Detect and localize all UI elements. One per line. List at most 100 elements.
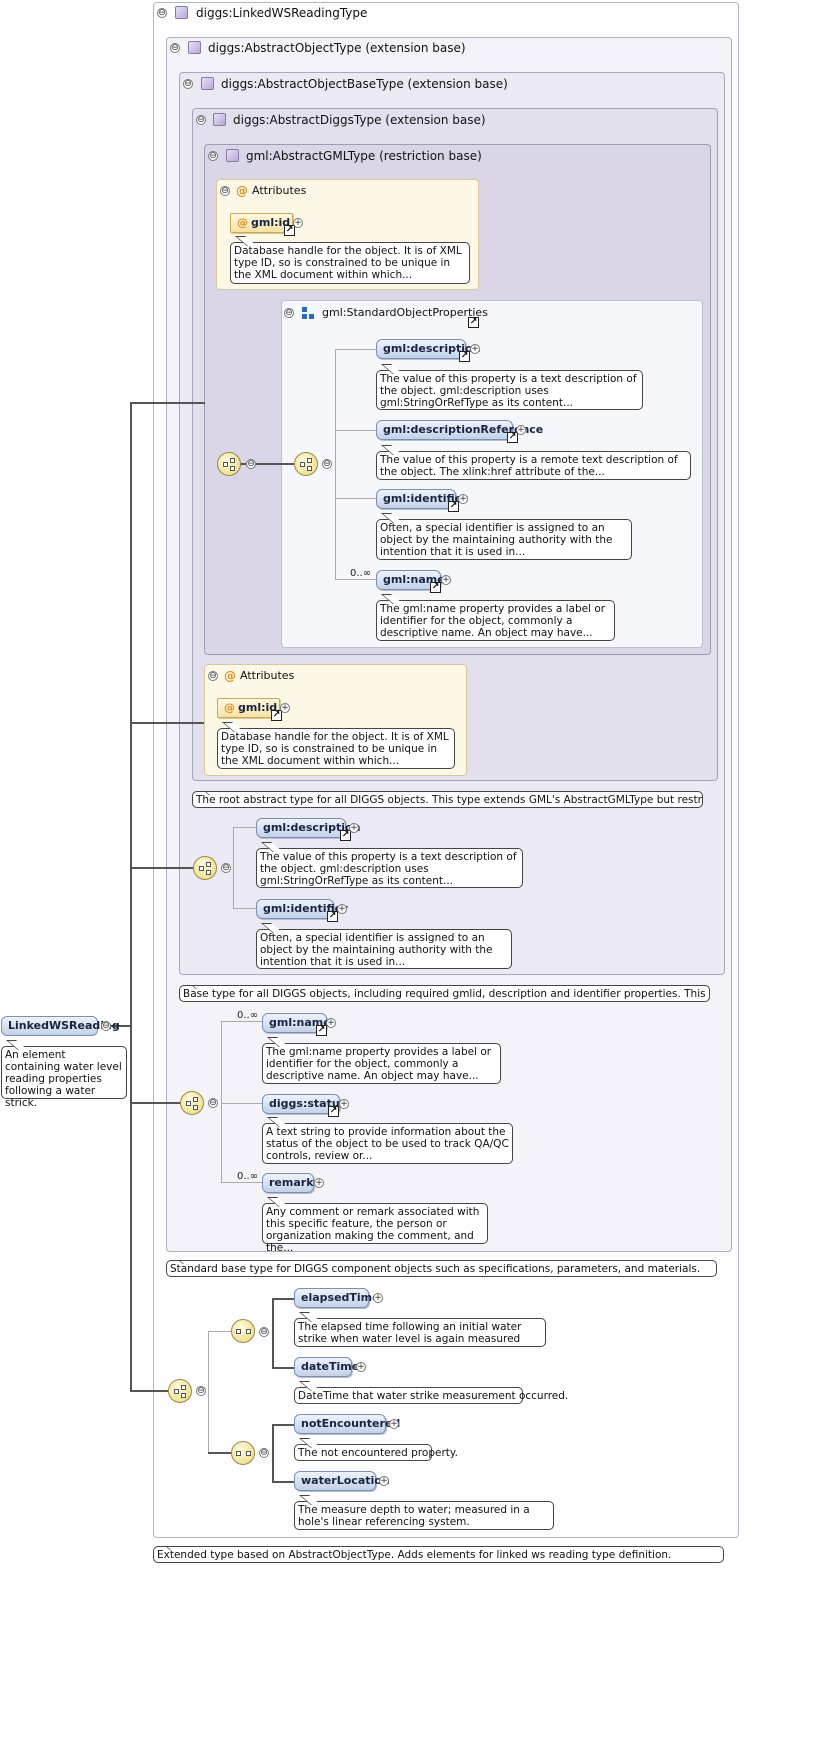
expand-icon[interactable]: + bbox=[314, 1178, 324, 1188]
expand-icon[interactable]: + bbox=[470, 344, 480, 354]
complex-type-icon bbox=[188, 41, 201, 54]
root-element-linked-ws-reading[interactable]: LinkedWSReading bbox=[1, 1016, 120, 1036]
occurrence-label: 0..∞ bbox=[237, 1010, 259, 1021]
occurrence-label: 0..∞ bbox=[350, 568, 372, 579]
type-title-gml: gml:AbstractGMLType (restriction base) bbox=[246, 149, 482, 163]
sequence-compositor-icon[interactable] bbox=[168, 1379, 192, 1403]
type-title-diggs: diggs:AbstractDiggsType (extension base) bbox=[233, 113, 486, 127]
gml-description-doc: The value of this property is a text des… bbox=[376, 370, 643, 410]
expand-icon[interactable]: + bbox=[379, 1476, 389, 1486]
gml-id-doc: Database handle for the object. It is of… bbox=[230, 242, 470, 284]
gml-name-doc: The gml:name property provides a label o… bbox=[376, 600, 615, 641]
gml-description-reference-doc: The value of this property is a remote t… bbox=[376, 451, 691, 480]
trunk-line bbox=[130, 402, 132, 1392]
sequence-compositor-icon[interactable] bbox=[180, 1091, 204, 1115]
sequence-compositor-icon[interactable] bbox=[217, 452, 241, 476]
collapse-icon[interactable]: ⊖ bbox=[221, 863, 231, 873]
remark-doc: Any comment or remark associated with th… bbox=[262, 1203, 488, 1254]
complex-type-icon bbox=[201, 77, 214, 90]
base-type-doc: Base type for all DIGGS objects, includi… bbox=[179, 985, 710, 1002]
expand-icon[interactable]: + bbox=[516, 425, 526, 435]
reference-icon[interactable]: ↗ bbox=[340, 830, 351, 841]
linked-type-doc: Extended type based on AbstractObjectTyp… bbox=[153, 1546, 724, 1563]
gml-name-element[interactable]: gml:name bbox=[376, 570, 445, 590]
collapse-icon[interactable]: ⊖ bbox=[284, 308, 294, 318]
gml-name-element[interactable]: gml:name bbox=[262, 1013, 331, 1033]
reference-icon[interactable]: ↗ bbox=[316, 1025, 327, 1036]
expand-icon[interactable]: + bbox=[337, 904, 347, 914]
collapse-icon[interactable]: ⊖ bbox=[170, 43, 180, 53]
reference-icon[interactable]: ↗ bbox=[468, 317, 479, 328]
expand-icon[interactable]: + bbox=[373, 1293, 383, 1303]
reference-icon[interactable]: ↗ bbox=[327, 911, 338, 922]
reference-icon[interactable]: ↗ bbox=[271, 710, 282, 721]
collapse-icon[interactable]: ⊖ bbox=[246, 459, 256, 469]
remark-element[interactable]: remark bbox=[262, 1173, 314, 1193]
gml-identifier-doc: Often, a special identifier is assigned … bbox=[376, 519, 632, 560]
date-time-element[interactable]: dateTime bbox=[294, 1357, 359, 1377]
gml-description-doc: The value of this property is a text des… bbox=[256, 848, 523, 888]
diggs-status-element[interactable]: diggs:status bbox=[262, 1094, 346, 1114]
sequence-compositor-icon[interactable] bbox=[294, 452, 318, 476]
expand-icon[interactable]: + bbox=[326, 1018, 336, 1028]
complex-type-icon bbox=[213, 113, 226, 126]
reference-icon[interactable]: ↗ bbox=[430, 582, 441, 593]
collapse-icon[interactable]: ⊖ bbox=[220, 186, 230, 196]
gml-identifier-doc: Often, a special identifier is assigned … bbox=[256, 929, 512, 969]
expand-icon[interactable]: + bbox=[441, 575, 451, 585]
collapse-icon[interactable]: ⊖ bbox=[208, 671, 218, 681]
gml-identifier-element[interactable]: gml:identifier bbox=[256, 899, 348, 919]
attribute-icon: @ bbox=[224, 669, 236, 683]
reference-icon[interactable]: ↗ bbox=[328, 1106, 339, 1117]
expand-icon[interactable]: + bbox=[356, 1362, 366, 1372]
complex-type-icon bbox=[175, 6, 188, 19]
collapse-icon[interactable]: ⊖ bbox=[196, 115, 206, 125]
water-location-element[interactable]: waterLocation bbox=[294, 1471, 390, 1491]
attributes-title: Attributes bbox=[252, 184, 307, 197]
gml-description-element[interactable]: gml:description bbox=[376, 339, 480, 359]
reference-icon[interactable]: ↗ bbox=[284, 225, 295, 236]
expand-icon[interactable]: + bbox=[339, 1099, 349, 1109]
expand-icon[interactable]: + bbox=[389, 1419, 399, 1429]
diggs-status-doc: A text string to provide information abo… bbox=[262, 1123, 513, 1164]
collapse-icon[interactable]: ⊖ bbox=[183, 79, 193, 89]
type-title-linked: diggs:LinkedWSReadingType bbox=[196, 6, 368, 20]
gml-identifier-element[interactable]: gml:identifier bbox=[376, 489, 468, 509]
gml-id-attribute[interactable]: gml:id bbox=[217, 698, 280, 718]
attributes-title: Attributes bbox=[240, 669, 295, 682]
expand-icon[interactable]: + bbox=[293, 218, 303, 228]
group-icon bbox=[302, 307, 314, 319]
standard-object-properties-title: gml:StandardObjectProperties bbox=[322, 306, 488, 319]
expand-icon[interactable]: + bbox=[458, 494, 468, 504]
collapse-icon[interactable]: ⊖ bbox=[101, 1021, 111, 1031]
collapse-icon[interactable]: ⊖ bbox=[208, 151, 218, 161]
expand-icon[interactable]: + bbox=[280, 703, 290, 713]
collapse-icon[interactable]: ⊖ bbox=[196, 1386, 206, 1396]
sequence-compositor-icon[interactable] bbox=[193, 856, 217, 880]
water-location-doc: The measure depth to water; measured in … bbox=[294, 1501, 554, 1530]
collapse-icon[interactable]: ⊖ bbox=[322, 459, 332, 469]
collapse-icon[interactable]: ⊖ bbox=[259, 1448, 269, 1458]
collapse-icon[interactable]: ⊖ bbox=[208, 1098, 218, 1108]
expand-icon[interactable]: + bbox=[349, 823, 359, 833]
diggs-type-doc: The root abstract type for all DIGGS obj… bbox=[192, 791, 703, 808]
reference-icon[interactable]: ↗ bbox=[507, 432, 518, 443]
elapsed-time-element[interactable]: elapsedTime bbox=[294, 1288, 380, 1308]
reference-icon[interactable]: ↗ bbox=[459, 351, 470, 362]
type-title-object-base: diggs:AbstractObjectBaseType (extension … bbox=[221, 77, 508, 91]
reference-icon[interactable]: ↗ bbox=[448, 501, 459, 512]
attribute-icon: @ bbox=[236, 184, 248, 198]
collapse-icon[interactable]: ⊖ bbox=[157, 8, 167, 18]
gml-id-doc: Database handle for the object. It is of… bbox=[217, 728, 455, 769]
not-encountered-doc: The not encountered property. bbox=[294, 1444, 458, 1461]
complex-type-icon bbox=[226, 149, 239, 162]
choice-compositor-icon[interactable] bbox=[231, 1441, 255, 1465]
collapse-icon[interactable]: ⊖ bbox=[259, 1327, 269, 1337]
date-time-doc: DateTime that water strike measurement o… bbox=[294, 1387, 568, 1404]
elapsed-time-doc: The elapsed time following an initial wa… bbox=[294, 1318, 546, 1347]
gml-description-element[interactable]: gml:description bbox=[256, 818, 360, 838]
gml-description-reference-element[interactable]: gml:descriptionReference bbox=[376, 420, 543, 440]
gml-id-attribute[interactable]: gml:id bbox=[230, 213, 293, 233]
choice-compositor-icon[interactable] bbox=[231, 1319, 255, 1343]
not-encountered-element[interactable]: notEncountered bbox=[294, 1414, 400, 1434]
